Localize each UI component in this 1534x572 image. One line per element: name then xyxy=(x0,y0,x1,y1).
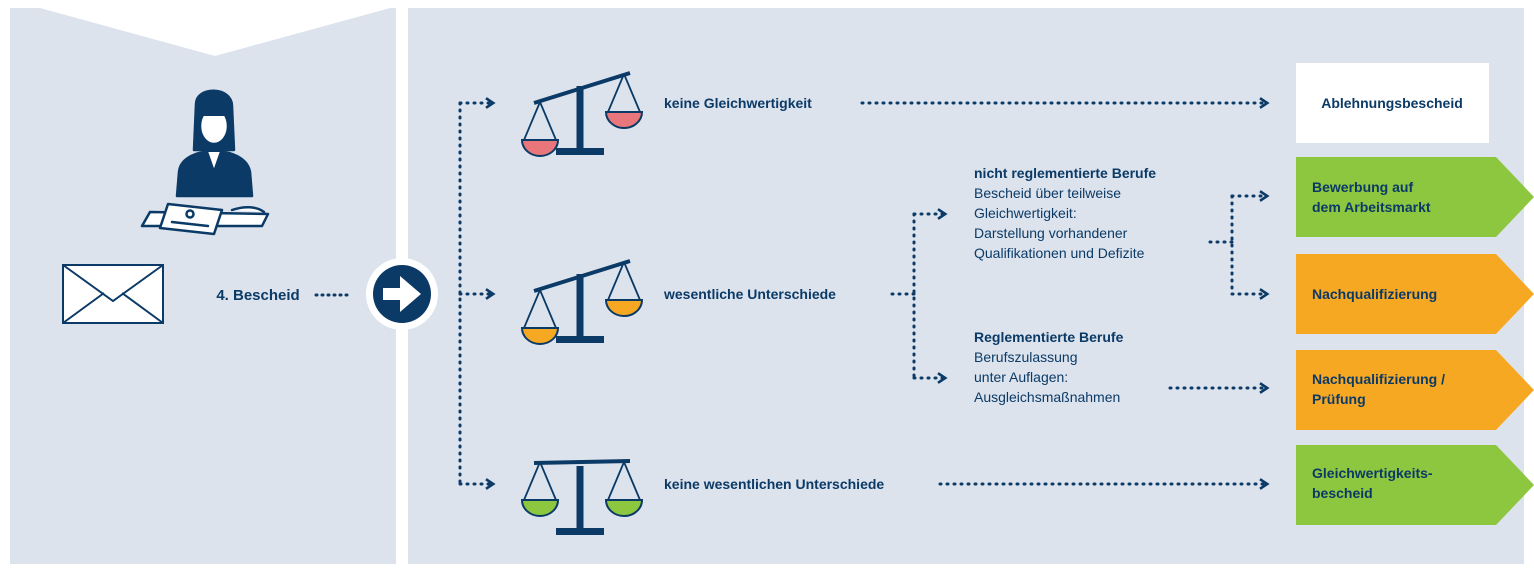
result-label: dem Arbeitsmarkt xyxy=(1312,199,1431,215)
branch-line: Qualifikationen und Defizite xyxy=(974,245,1145,261)
outcome-label: keine Gleichwertigkeit xyxy=(664,95,812,111)
result-label: Ablehnungsbescheid xyxy=(1321,95,1463,111)
scale-part xyxy=(533,459,631,465)
result-label: Nachqualifizierung xyxy=(1312,286,1437,302)
scale-pan xyxy=(523,101,557,141)
scale-part xyxy=(533,259,631,293)
result-boxes: Ablehnungsbescheid Bewerbung auf dem Arb… xyxy=(1296,63,1534,525)
scale-pan xyxy=(604,499,644,517)
branch-line: Darstellung vorhandener xyxy=(974,225,1128,241)
scale-pan xyxy=(520,327,560,345)
scale-pan xyxy=(520,499,560,517)
branch-line: Berufszulassung xyxy=(974,349,1078,365)
result-label: Bewerbung auf xyxy=(1312,179,1413,195)
step-label: 4. Bescheid xyxy=(216,287,299,304)
scale-pan xyxy=(520,139,560,157)
chevron-icon xyxy=(40,0,390,56)
branch-nicht-reglementiert: nicht reglementierte Berufe Bescheid übe… xyxy=(974,165,1156,261)
branch-title: nicht reglementierte Berufe xyxy=(974,165,1156,181)
scale-part xyxy=(556,528,604,535)
scale-pan xyxy=(604,111,644,129)
result-label: bescheid xyxy=(1312,485,1373,501)
scale-pan xyxy=(523,461,557,501)
branch-line: unter Auflagen: xyxy=(974,369,1068,385)
scale-part xyxy=(533,71,631,105)
scale-pan xyxy=(604,299,644,317)
outcome-label: wesentliche Unterschiede xyxy=(663,286,836,302)
result-label: Nachqualifizierung / xyxy=(1312,371,1445,387)
branch-line: Gleichwertigkeit: xyxy=(974,205,1077,221)
branch-line: Ausgleichsmaßnahmen xyxy=(974,389,1120,405)
result-box-rejection xyxy=(1296,63,1489,143)
branch-line: Bescheid über teilweise xyxy=(974,185,1121,201)
scale-icon xyxy=(520,459,644,535)
branch-reglementiert: Reglementierte Berufe Berufszulassung un… xyxy=(974,329,1124,405)
result-label: Gleichwertigkeits- xyxy=(1312,465,1433,481)
scale-icon xyxy=(520,71,644,157)
result-box-requalification-exam xyxy=(1296,350,1534,430)
branch-title: Reglementierte Berufe xyxy=(974,329,1124,345)
person-at-desk-icon xyxy=(140,89,270,236)
scale-icon xyxy=(520,259,644,345)
scale-pan xyxy=(607,461,641,501)
outcome-label: keine wesentlichen Unterschiede xyxy=(664,476,884,492)
arrow-circle-icon xyxy=(366,258,438,330)
scale-pan xyxy=(607,73,641,113)
scale-part xyxy=(556,336,604,343)
envelope-icon xyxy=(62,264,164,324)
scale-part xyxy=(556,148,604,155)
result-label: Prüfung xyxy=(1312,391,1366,407)
scale-pan xyxy=(607,261,641,301)
result-box-equivalence xyxy=(1296,445,1534,525)
result-box-requalification xyxy=(1296,254,1534,334)
result-box-job-application xyxy=(1296,157,1534,237)
scale-pan xyxy=(523,289,557,329)
branch-connectors xyxy=(458,97,1270,490)
